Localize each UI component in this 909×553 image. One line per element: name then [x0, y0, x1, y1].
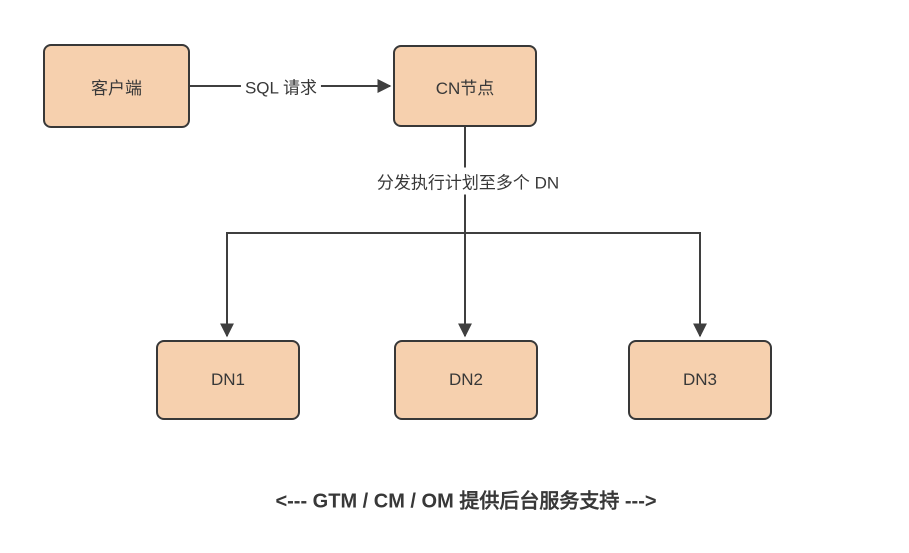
node-dn3: DN3 [628, 340, 772, 420]
node-cn: CN节点 [393, 45, 537, 127]
node-dn2: DN2 [394, 340, 538, 420]
node-dn1: DN1 [156, 340, 300, 420]
node-cn-label: CN节点 [435, 78, 495, 98]
edge-cn-to-dn1 [220, 232, 465, 338]
node-dn1-label: DN1 [210, 370, 245, 389]
edge-label-sql-request: SQL 请求 [240, 72, 322, 100]
node-dn3-label: DN3 [682, 370, 717, 389]
node-client: 客户端 [43, 44, 190, 128]
footer-service-note: <--- GTM / CM / OM 提供后台服务支持 ---> [275, 490, 657, 513]
node-dn2-label: DN2 [448, 370, 483, 389]
edge-cn-to-dn3 [466, 232, 707, 338]
node-client-label: 客户端 [91, 78, 142, 98]
edge-label-dispatch-plan: 分发执行计划至多个 DN [372, 167, 564, 195]
